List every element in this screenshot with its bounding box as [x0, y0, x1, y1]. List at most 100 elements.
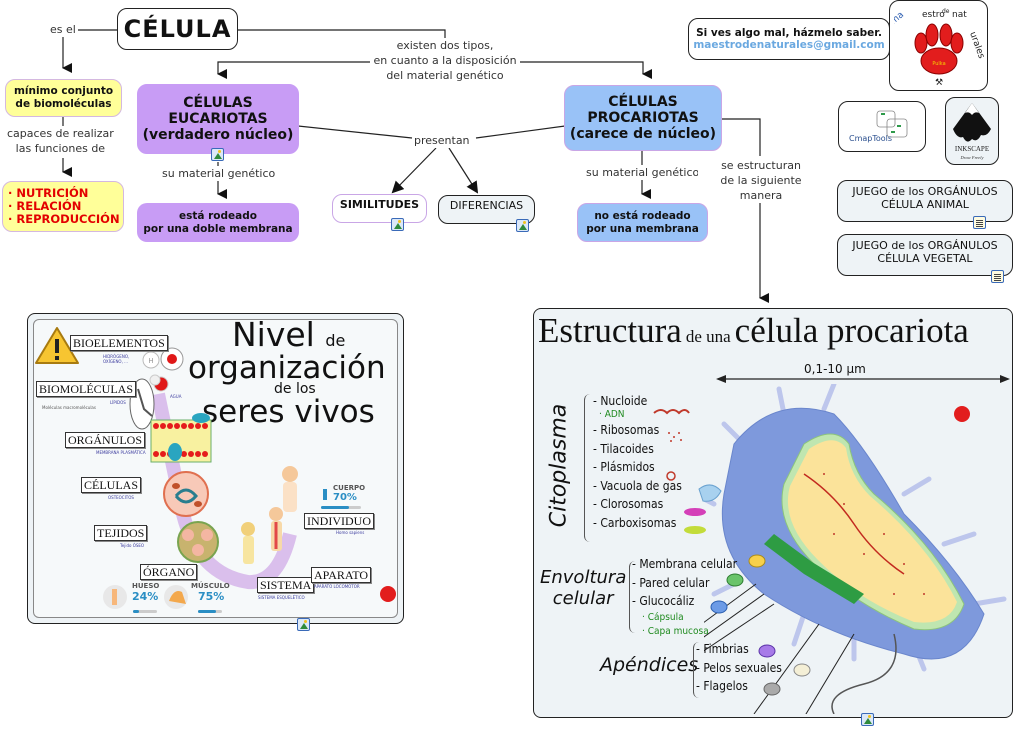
brace-citoplasma — [584, 394, 591, 542]
inkscape-logo: INKSCAPE Draw Freely — [953, 103, 991, 160]
procariota-image-icon[interactable] — [860, 713, 874, 726]
niveles-title-3: de los — [274, 381, 316, 397]
item-membrana: - Membrana celular — [632, 557, 738, 571]
item-fimbrias: - Fimbrias — [696, 642, 749, 656]
sub-bioelementos: HIDRÓGENO, OXÍGENO, ... — [103, 354, 130, 364]
item-glucocaliz: - Glucocáliz — [632, 594, 695, 608]
niveles-title-4: seres vivos — [202, 394, 375, 430]
similitudes-text: SIMILITUDES — [339, 198, 420, 211]
item-flagelos: - Flagelos — [696, 679, 748, 693]
procariotas-membrana-node[interactable]: no está rodeado por una membrana — [577, 203, 708, 242]
item-tilacoides: - Tilacoides — [593, 441, 654, 456]
tag-sistema: SISTEMA — [257, 577, 315, 593]
svg-text:estro: estro — [922, 10, 945, 20]
warning-icon — [35, 327, 79, 364]
item-capa-mucosa: · Capa mucosa — [642, 625, 709, 637]
pointer-hands — [710, 554, 811, 696]
eucariotas-image-icon[interactable] — [211, 148, 224, 161]
stat-cuerpo-name: CUERPO — [333, 484, 366, 492]
eucariotas-membrana-node[interactable]: está rodeado por una doble membrana — [137, 203, 299, 242]
svg-text:⚒: ⚒ — [934, 78, 942, 88]
connector-presentan-diferencias — [448, 147, 479, 194]
connector-prok-presentan — [475, 125, 566, 139]
eucariotas-node[interactable]: CÉLULAS EUCARIOTAS (verdadero núcleo) — [137, 84, 299, 154]
diferencias-text: DIFERENCIAS — [449, 199, 524, 212]
svg-text:CmapTools: CmapTools — [849, 134, 892, 143]
niveles-image-icon[interactable] — [297, 618, 311, 631]
feedback-node[interactable]: Si ves algo mal, házmelo saber. maestrod… — [688, 18, 890, 60]
sub-aparato: APARATO LOCOMOTOR — [314, 584, 360, 589]
item-vacuola: - Vacuola de gas — [593, 478, 682, 493]
item-pelos-sexuales: - Pelos sexuales — [696, 660, 782, 675]
tag-tejidos: TEJIDOS — [94, 525, 148, 541]
hand-capsula-icon — [710, 600, 728, 614]
link-existen: existen dos tipos, en cuanto a la dispos… — [370, 38, 520, 83]
svg-text:H: H — [148, 357, 153, 365]
maestro-paw-logo: ma estro de nat urales Pulka ⚒ — [894, 8, 984, 88]
svg-text:urales: urales — [967, 30, 984, 60]
item-plasmidos: - Plásmidos — [593, 460, 655, 474]
item-nucloide: - Nucloide — [593, 394, 648, 408]
hueso-water-bar — [133, 610, 139, 613]
item-adn: · ADN — [599, 409, 625, 420]
minimo-text: mínimo conjunto de biomoléculas — [13, 85, 114, 110]
game-animal-doc-icon[interactable] — [973, 216, 987, 229]
game-vegetal-doc-icon[interactable] — [991, 270, 1005, 283]
game-animal-node[interactable]: JUEGO de los ORGÁNULOS CÉLULA ANIMAL — [837, 180, 1013, 222]
carboxisomas-icon — [684, 526, 706, 534]
niveles-title-1: Nivel de — [232, 315, 346, 354]
sub-tejidos: Tejido ÓSEO — [120, 543, 145, 548]
similitudes-node[interactable]: SIMILITUDES — [332, 194, 427, 223]
game-vegetal-label: JUEGO de los ORGÁNULOS CÉLULA VEGETAL — [852, 239, 998, 265]
clorosomas-icon — [684, 508, 706, 516]
hand-fimbrias-icon — [758, 644, 776, 658]
stat-musculo-name: MÚSCULO — [191, 582, 230, 590]
celula-title-node[interactable]: CÉLULA — [117, 8, 238, 50]
minimo-node[interactable]: mínimo conjunto de biomoléculas — [5, 79, 122, 117]
cmaptools-logo-node[interactable]: CmapTools — [838, 101, 926, 152]
svg-text:Pulka: Pulka — [932, 61, 945, 67]
item-ribosomas: - Ribosomas — [593, 423, 660, 437]
tag-celulas: CÉLULAS — [81, 477, 141, 493]
connector-existen-procariotas — [520, 61, 652, 79]
sub-lipidos: LÍPIDOS — [110, 400, 126, 405]
svg-text:de: de — [942, 8, 950, 15]
procariotas-node[interactable]: CÉLULAS PROCARIOTAS (carece de núcleo) — [564, 85, 722, 151]
procariotas-membrana-text: no está rodeado por una membrana — [586, 209, 699, 235]
link-es-el: es el — [50, 22, 76, 37]
sub-individuo: Homo sapiens — [336, 530, 365, 535]
game-vegetal-node[interactable]: JUEGO de los ORGÁNULOS CÉLULA VEGETAL — [837, 234, 1013, 276]
inkscape-logo-node[interactable]: INKSCAPE Draw Freely — [945, 97, 999, 165]
procariota-title: Estructura de una célula procariota — [538, 311, 969, 350]
bacterium-illustration — [704, 384, 1007, 714]
sub-agua: AGUA — [170, 394, 182, 399]
connector-prok-estructuran — [721, 118, 761, 156]
similitudes-image-icon[interactable] — [391, 218, 405, 231]
feedback-email[interactable]: maestrodenaturales@gmail.com — [693, 39, 885, 51]
citoplasma-item-icons — [653, 409, 722, 534]
hand-pelos-icon — [793, 663, 811, 677]
tag-bioelementos: BIOELEMENTOS — [70, 335, 168, 351]
sub-sistema: SISTEMA ESQUELÉTICO — [258, 595, 305, 600]
feedback-text: Si ves algo mal, házmelo saber. — [696, 27, 882, 39]
funcion-reproduccion: · REPRODUCCIÓN — [8, 212, 120, 226]
link-su-material-prok: su material genético — [586, 165, 700, 180]
maestro-logo-node[interactable]: ma estro de nat urales Pulka ⚒ — [889, 0, 988, 91]
tag-biomoleculas: BIOMOLÉCULAS — [36, 381, 137, 397]
brace-apendices — [693, 642, 700, 698]
sub-organulos: MEMBRANA PLASMÁTICA — [96, 450, 146, 455]
funcion-relacion: · RELACIÓN — [8, 199, 82, 213]
stat-musculo-value: 75% — [198, 590, 225, 603]
niveles-organizacion-image[interactable]: Nivel de organización de los seres vivos… — [27, 313, 404, 624]
ribosomas-icon — [668, 432, 682, 442]
funciones-node[interactable]: · NUTRICIÓN · RELACIÓN · REPRODUCCIÓN — [2, 181, 124, 232]
hand-membrana-icon — [748, 554, 766, 568]
procariota-structure-image[interactable]: Estructura de una célula procariota 0,1-… — [533, 308, 1013, 718]
link-capaces: capaces de realizar las funciones de — [7, 126, 114, 156]
adn-icon — [653, 409, 690, 415]
diferencias-image-icon[interactable] — [516, 219, 530, 232]
niveles-title-2: organización — [188, 350, 386, 386]
musculo-water-bar — [198, 610, 216, 613]
connector-existen-eucariotas — [217, 61, 370, 79]
scale-arrow — [716, 375, 1010, 383]
